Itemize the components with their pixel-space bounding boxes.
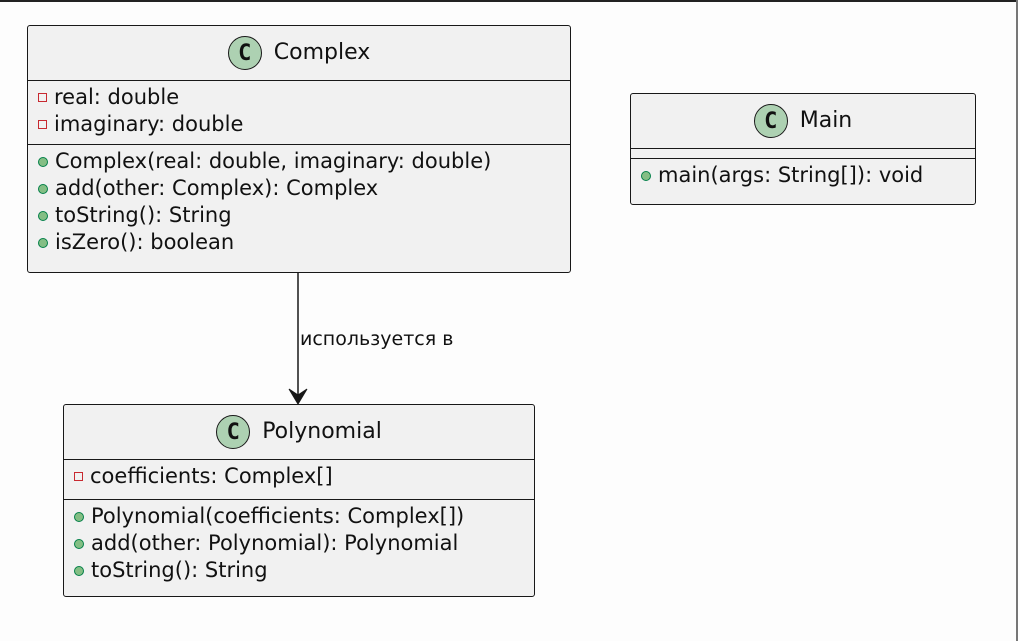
public-icon: [38, 237, 48, 248]
field-text: coefficients: Complex[]: [90, 464, 333, 488]
methods-section: Complex(real: double, imaginary: double)…: [28, 145, 570, 258]
method-row: add(other: Complex): Complex: [38, 175, 570, 202]
method-text: main(args: String[]): void: [658, 163, 924, 187]
class-spot-icon: C: [216, 415, 251, 449]
top-border: [0, 0, 1018, 2]
method-row: main(args: String[]): void: [641, 162, 975, 189]
field-text: real: double: [54, 85, 180, 109]
method-row: toString(): String: [38, 202, 570, 229]
public-icon: [38, 210, 48, 221]
method-row: toString(): String: [74, 557, 534, 584]
private-icon: [38, 120, 47, 129]
private-icon: [38, 93, 47, 102]
method-row: add(other: Polynomial): Polynomial: [74, 530, 534, 557]
class-polynomial[interactable]: C Polynomial coefficients: Complex[] Pol…: [63, 404, 535, 597]
field-row: real: double: [38, 84, 570, 111]
field-row: coefficients: Complex[]: [74, 463, 534, 490]
method-text: toString(): String: [91, 558, 268, 582]
private-icon: [74, 472, 83, 481]
public-icon: [74, 538, 84, 549]
field-text: imaginary: double: [54, 112, 244, 136]
public-icon: [74, 565, 84, 576]
class-spot-icon: C: [753, 104, 788, 138]
class-header: C Complex: [28, 26, 570, 81]
class-header: C Polynomial: [64, 405, 534, 460]
field-row: imaginary: double: [38, 111, 570, 138]
class-name: Main: [799, 108, 853, 133]
right-border: [1016, 0, 1018, 641]
method-text: Complex(real: double, imaginary: double): [55, 149, 492, 173]
fields-section: coefficients: Complex[]: [64, 460, 534, 500]
relation-label: используется в: [300, 328, 454, 350]
public-icon: [38, 183, 48, 194]
method-row: Polynomial(coefficients: Complex[]): [74, 503, 534, 530]
methods-section: Polynomial(coefficients: Complex[]) add(…: [64, 500, 534, 586]
arrow-head: [288, 388, 308, 405]
method-text: toString(): String: [55, 203, 232, 227]
class-main[interactable]: C Main main(args: String[]): void: [630, 93, 976, 205]
fields-section-empty: [631, 149, 975, 159]
class-spot-icon: C: [227, 36, 262, 70]
class-name: Polynomial: [262, 419, 382, 444]
fields-section: real: double imaginary: double: [28, 81, 570, 145]
public-icon: [641, 170, 651, 181]
class-complex[interactable]: C Complex real: double imaginary: double…: [27, 25, 571, 273]
method-text: add(other: Complex): Complex: [55, 176, 379, 200]
public-icon: [38, 156, 48, 167]
methods-section: main(args: String[]): void: [631, 159, 975, 191]
method-text: isZero(): boolean: [55, 230, 235, 254]
method-text: Polynomial(coefficients: Complex[]): [91, 504, 465, 528]
class-header: C Main: [631, 94, 975, 149]
public-icon: [74, 511, 84, 522]
class-name: Complex: [273, 40, 371, 65]
method-text: add(other: Polynomial): Polynomial: [91, 531, 459, 555]
method-row: Complex(real: double, imaginary: double): [38, 148, 570, 175]
method-row: isZero(): boolean: [38, 229, 570, 256]
